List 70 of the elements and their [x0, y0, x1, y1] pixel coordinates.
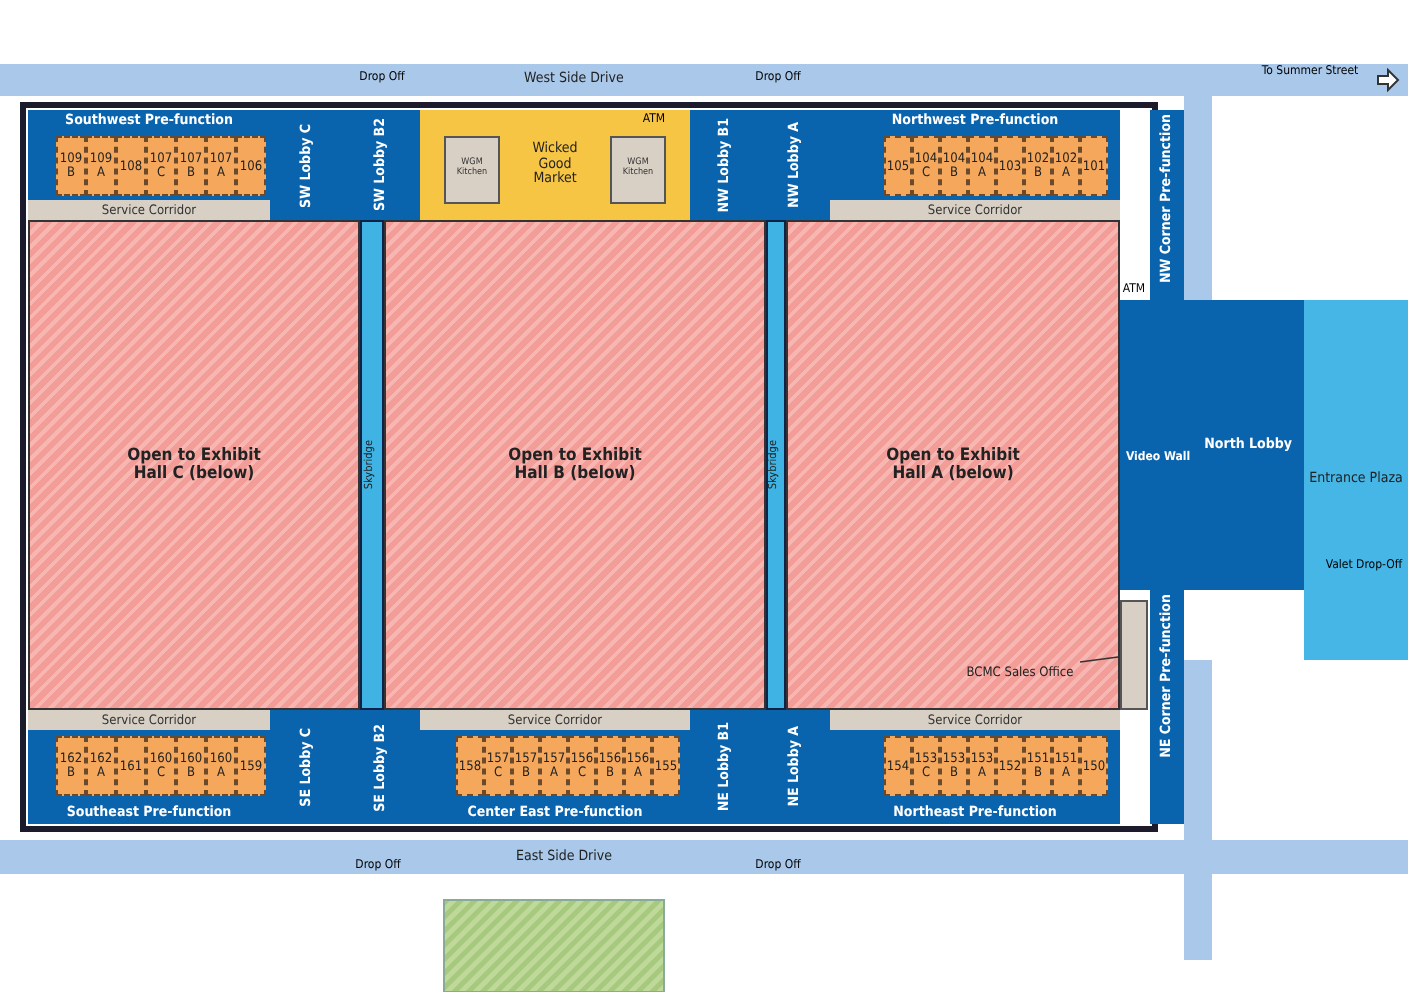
meeting-room — [236, 736, 266, 796]
service-corridor — [830, 200, 1120, 220]
entrance-plaza — [1304, 300, 1408, 660]
leader-line — [1079, 656, 1121, 663]
area-label: Open to Exhibit Hall C (below) — [125, 447, 263, 483]
lobby-area — [344, 110, 420, 220]
meeting-room — [86, 136, 116, 196]
meeting-room — [146, 136, 176, 196]
market-area — [420, 110, 690, 220]
meeting-room — [996, 736, 1024, 796]
meeting-room — [1024, 136, 1052, 196]
meeting-room — [540, 736, 568, 796]
meeting-room — [884, 136, 912, 196]
meeting-room — [176, 736, 206, 796]
corner-prefunction — [1150, 590, 1184, 824]
exhibit-hall-opening — [786, 220, 1120, 710]
lobby-area — [690, 110, 760, 220]
service-corridor — [28, 710, 270, 730]
meeting-room — [940, 736, 968, 796]
lobby-area — [1120, 300, 1304, 590]
meeting-room — [456, 736, 484, 796]
area-label: Open to Exhibit Hall B (below) — [506, 447, 644, 483]
skybridge — [766, 220, 786, 710]
meeting-room — [912, 736, 940, 796]
meeting-room — [484, 736, 512, 796]
service-corridor — [28, 200, 270, 220]
skybridge — [360, 220, 384, 710]
meeting-room — [116, 136, 146, 196]
meeting-room — [176, 136, 206, 196]
meeting-room — [56, 736, 86, 796]
prefunction-area — [28, 110, 270, 200]
meeting-room — [596, 736, 624, 796]
meeting-room — [652, 736, 680, 796]
meeting-room — [884, 736, 912, 796]
meeting-room — [86, 736, 116, 796]
meeting-room — [940, 136, 968, 196]
office-room — [1120, 600, 1148, 710]
meeting-room — [1052, 136, 1080, 196]
prefunction-area — [830, 730, 1120, 824]
service-corridor — [420, 710, 690, 730]
meeting-room — [912, 136, 940, 196]
prefunction-area — [28, 730, 270, 824]
meeting-room — [968, 136, 996, 196]
meeting-room — [1052, 736, 1080, 796]
meeting-room — [1024, 736, 1052, 796]
meeting-room — [624, 736, 652, 796]
meeting-room — [568, 736, 596, 796]
lobby-area — [270, 110, 344, 220]
meeting-room — [146, 736, 176, 796]
road — [0, 64, 1408, 96]
meeting-room — [206, 736, 236, 796]
area-label: Open to Exhibit Hall A (below) — [884, 447, 1022, 483]
lobby-area — [270, 710, 344, 824]
meeting-room — [512, 736, 540, 796]
exhibit-hall-opening — [28, 220, 360, 710]
kitchen-room — [610, 136, 666, 204]
meeting-room — [236, 136, 266, 196]
meeting-room — [1080, 136, 1108, 196]
service-corridor — [830, 710, 1120, 730]
corner-prefunction — [1150, 110, 1184, 300]
road — [0, 840, 1408, 874]
meeting-room — [968, 736, 996, 796]
meeting-room — [996, 136, 1024, 196]
prefunction-area — [830, 110, 1120, 200]
kitchen-room — [444, 136, 500, 204]
meeting-room — [1080, 736, 1108, 796]
meeting-room — [116, 736, 146, 796]
meeting-room — [206, 136, 236, 196]
exhibit-hall-opening — [384, 220, 766, 710]
meeting-room — [56, 136, 86, 196]
